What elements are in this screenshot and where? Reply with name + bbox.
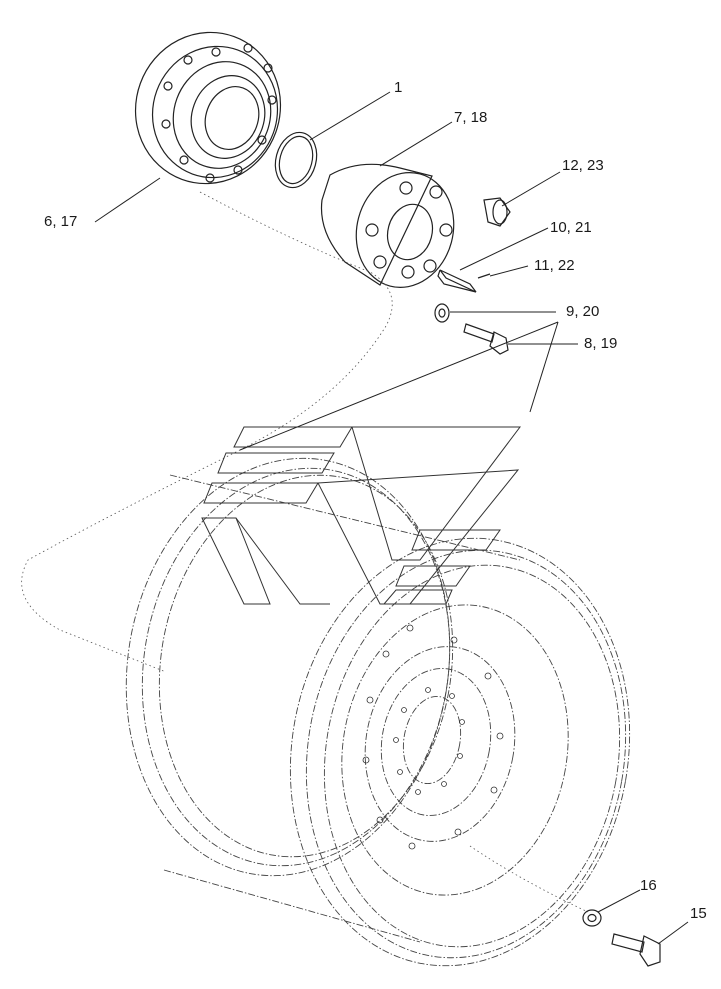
callout-labels: 1 7, 18 12, 23 10, 21 11, 22 9, 20 8, 19… bbox=[44, 79, 707, 922]
coupler-hub-part bbox=[320, 163, 455, 288]
washer-part bbox=[434, 303, 450, 323]
pin-part bbox=[477, 273, 491, 279]
snap-ring-part bbox=[274, 131, 318, 189]
wheel-rim-part bbox=[125, 457, 631, 967]
callout-label-15: 15 bbox=[690, 905, 707, 922]
callout-label-12-23: 12, 23 bbox=[562, 157, 604, 174]
callout-label-8-19: 8, 19 bbox=[584, 335, 617, 352]
key-part bbox=[437, 269, 477, 293]
callout-label-16: 16 bbox=[640, 877, 657, 894]
bolt-part bbox=[463, 323, 509, 355]
wheel-washer-part bbox=[582, 909, 602, 927]
assembly-path bbox=[21, 191, 393, 673]
rim-bolt-holes bbox=[362, 624, 504, 850]
callout-label-10-21: 10, 21 bbox=[550, 219, 592, 236]
watermark-logo bbox=[201, 426, 522, 605]
plug-part bbox=[483, 197, 511, 227]
assembly-path-lower bbox=[469, 845, 589, 913]
callout-label-6-17: 6, 17 bbox=[44, 213, 77, 230]
wheel-bolt-part bbox=[611, 933, 661, 967]
callout-label-11-22: 11, 22 bbox=[534, 257, 575, 274]
callout-label-1: 1 bbox=[394, 79, 402, 96]
callout-label-7-18: 7, 18 bbox=[454, 109, 487, 126]
leader-lines bbox=[94, 91, 689, 945]
hub-flange-part bbox=[134, 31, 282, 185]
callout-label-9-20: 9, 20 bbox=[566, 303, 599, 320]
